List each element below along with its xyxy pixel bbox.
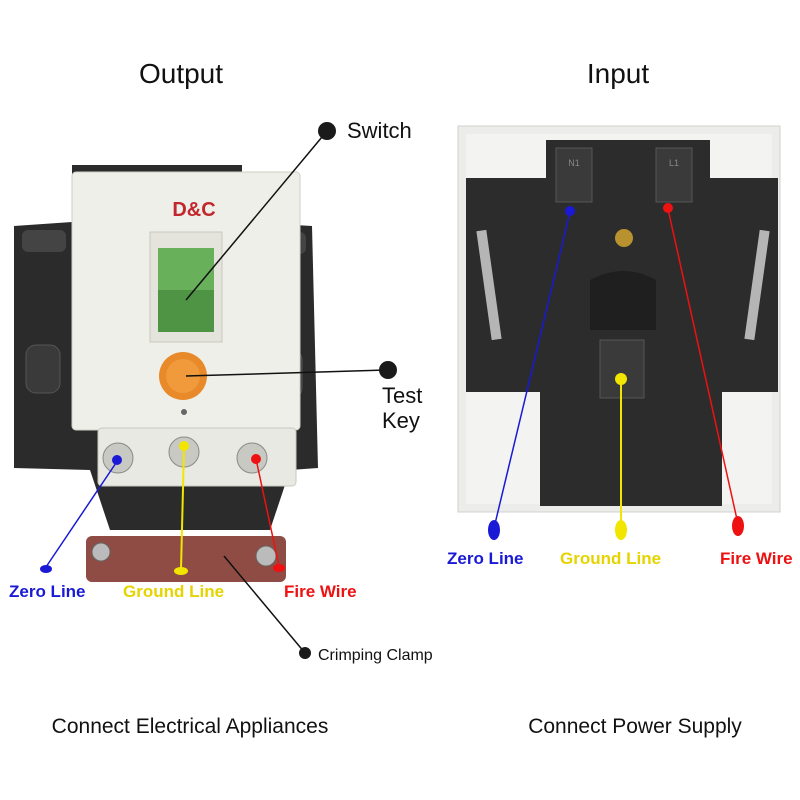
input-zero-label: Zero Line — [447, 549, 524, 568]
input-fire-line — [667, 208, 739, 525]
brand-logo: D&C — [172, 199, 215, 221]
output-title: Output — [138, 58, 224, 89]
output-fire-line — [255, 458, 280, 567]
terminal-n-mark: N1 — [568, 158, 580, 168]
frame-slot-ml — [25, 344, 61, 394]
output-fire-terminal-dot — [251, 454, 261, 464]
clamp-callout-dot — [299, 647, 311, 659]
input-title: Input — [586, 58, 650, 89]
center-screw — [615, 229, 633, 247]
test-key-label-line2: Key — [382, 408, 420, 433]
input-caption: Connect Power Supply — [528, 715, 742, 738]
clamp-screw-left — [91, 542, 111, 562]
switch-callout-line — [185, 130, 328, 301]
input-zero-line — [493, 211, 571, 529]
output-zero-line — [45, 459, 119, 568]
input-zero-terminal-dot — [565, 206, 575, 216]
output-ground-line — [180, 447, 185, 570]
crimping-clamp-label: Crimping Clamp — [318, 647, 433, 664]
clamp-callout-line — [223, 555, 306, 654]
input-fire-end-dot — [732, 516, 744, 536]
input-fire-label: Fire Wire — [720, 549, 793, 568]
output-caption: Connect Electrical Appliances — [51, 715, 329, 738]
output-zero-end-dot — [40, 565, 52, 573]
output-zero-terminal-dot — [112, 455, 122, 465]
input-fire-terminal-dot — [663, 203, 673, 213]
output-ground-label: Ground Line — [123, 582, 225, 601]
input-ground-label: Ground Line — [560, 549, 662, 568]
switch-toggle-shadow — [158, 290, 214, 332]
terminal-port-n — [555, 147, 593, 203]
clamp-screw-right — [255, 545, 277, 567]
test-key-callout-dot — [379, 361, 397, 379]
switch-label: Switch — [347, 118, 412, 143]
test-key-callout-line — [185, 369, 389, 377]
terminal-l-mark: L1 — [669, 158, 679, 168]
input-ground-end-dot — [615, 520, 627, 540]
frame-slot-tl — [22, 230, 66, 252]
indicator-hole — [181, 409, 187, 415]
output-ground-terminal-dot — [179, 441, 189, 451]
output-fire-label: Fire Wire — [284, 582, 357, 601]
output-fire-end-dot — [273, 564, 285, 572]
test-key-label-line1: Test — [382, 383, 423, 408]
output-ground-end-dot — [174, 567, 188, 575]
terminal-port-l — [655, 147, 693, 203]
side-screw-left — [476, 229, 502, 341]
input-zero-end-dot — [488, 520, 500, 540]
test-key-face — [166, 359, 200, 393]
output-device: D&C ON — [14, 122, 397, 659]
switch-callout-dot — [318, 122, 336, 140]
input-device: N1 L1 — [457, 125, 781, 540]
input-ground-terminal-dot — [615, 373, 627, 385]
test-key-label: Test Key — [382, 383, 422, 433]
ground-cover — [590, 271, 656, 330]
side-screw-right — [744, 229, 770, 341]
output-zero-label: Zero Line — [9, 582, 86, 601]
